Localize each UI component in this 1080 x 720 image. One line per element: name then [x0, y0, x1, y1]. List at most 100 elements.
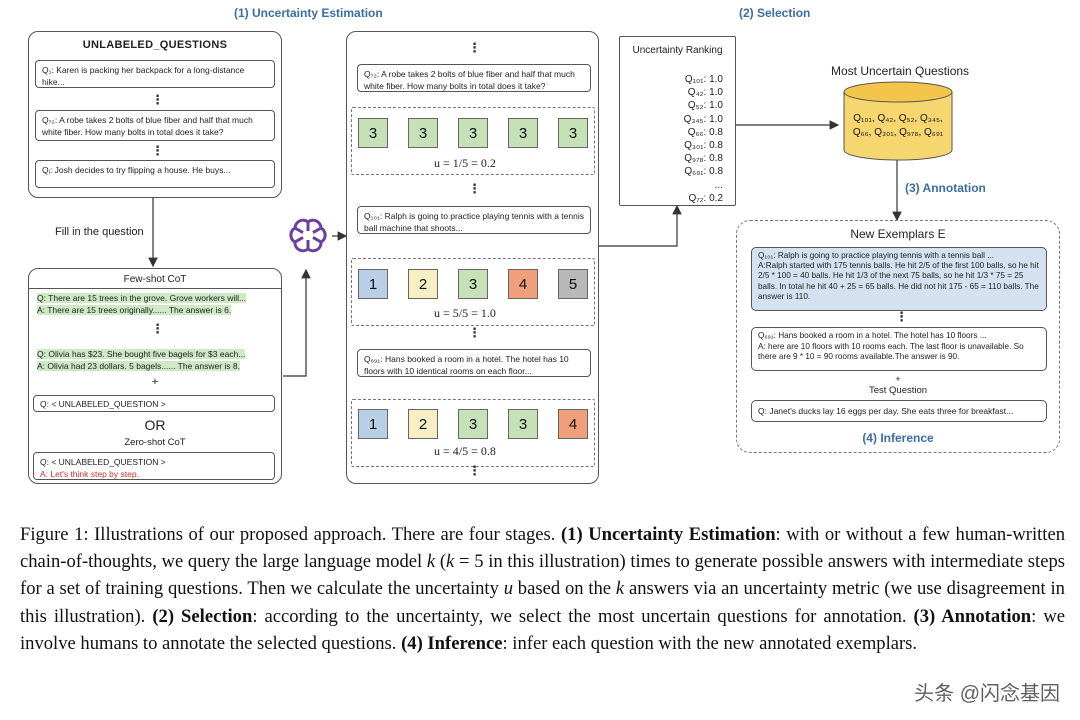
openai-logo-icon — [289, 218, 327, 253]
exemplar-1: Q₁₀₁: Ralph is going to practice playing… — [751, 247, 1047, 311]
watermark: 头条 @闪念基因 — [914, 683, 1060, 705]
caption-k-2: k — [446, 551, 455, 573]
ranking-item: Q₅₂: 1.0 — [687, 100, 723, 112]
ranking-title: Uncertainty Ranking — [632, 45, 723, 56]
ranking-item: Q₄₂: 1.0 — [687, 87, 723, 99]
zero-shot-question: Q: < UNLABELED_QUESTION > — [40, 457, 166, 467]
few-shot-example-2: Q: Olivia has $23. She bought five bagel… — [37, 348, 275, 372]
question-q1: Q₁: Karen is packing her backpack for a … — [35, 60, 275, 88]
most-uncertain-line-1: Q₁₀₁, Q₄₂, Q₅₂, Q₃₄₅, — [853, 113, 943, 124]
answer-box: 3 — [458, 118, 488, 148]
example-1-answer: A: There are 15 trees originally...... T… — [37, 305, 232, 315]
new-exemplars-title: New Exemplars E — [850, 227, 946, 241]
caption-u: u — [503, 578, 513, 600]
uncertainty-1: u = 1/5 = 0.2 — [434, 156, 496, 170]
caption-text-6: : according to the uncertainty, we selec… — [252, 605, 914, 627]
caption-text-3: = 5 in this illustration) times to gener… — [20, 551, 1065, 600]
ranking-item: Q₁₀₁: 1.0 — [684, 74, 723, 85]
caption-text-1: : with or without a few human-written ch… — [20, 524, 1065, 573]
caption-text-7: : we involve humans to annotate the sele… — [20, 605, 1066, 654]
ellipsis-3: ⋮ — [151, 321, 164, 336]
ellipsis-est-3: ⋮ — [468, 325, 481, 340]
caption-k-3: k — [615, 578, 625, 600]
ranking-item: Q₆₉₁: 0.8 — [684, 166, 723, 178]
answer-box: 1 — [358, 269, 388, 299]
most-uncertain-title: Most Uncertain Questions — [831, 64, 970, 78]
new-exemplars-panel: New Exemplars E Q₁₀₁: Ralph is going to … — [736, 220, 1060, 453]
arrow-to-ranking — [598, 204, 682, 247]
answer-box: 4 — [508, 269, 538, 299]
prompt-panel: Few-shot CoT Q: There are 15 trees in th… — [28, 268, 282, 484]
caption-stage-3: (3) Annotation — [913, 605, 1032, 627]
question-qi: Qᵢ: Josh decides to try flipping a house… — [35, 160, 275, 188]
stage-title-selection: (2) Selection — [739, 6, 811, 20]
answer-box: 3 — [508, 409, 538, 439]
answers-group-1 — [351, 107, 595, 175]
uncertainty-3: u = 4/5 = 0.8 — [434, 444, 496, 458]
stage-title-inference: (4) Inference — [862, 431, 934, 445]
caption-k-1: k — [426, 551, 436, 573]
zero-shot-answer: A: Let's think step by step. — [40, 469, 139, 479]
caption-text-5: answers via an uncertainty metric (we us… — [20, 578, 1065, 627]
answers-group-3 — [351, 399, 595, 467]
answer-box: 2 — [408, 409, 438, 439]
ranking-item: Q₃₄₅: 1.0 — [683, 113, 723, 125]
stage-title-uncertainty-estimation: (1) Uncertainty Estimation — [234, 6, 383, 20]
answer-box: 3 — [508, 118, 538, 148]
stage-title-annotation: (3) Annotation — [905, 181, 986, 195]
ellipsis-est-2: ⋮ — [468, 181, 481, 196]
unlabeled-questions-panel: UNLABELED_QUESTIONS Q₁: Karen is packing… — [28, 31, 282, 198]
database-cylinder-icon — [843, 81, 953, 161]
test-question: Q: Janet's ducks lay 16 eggs per day. Sh… — [751, 400, 1047, 422]
few-shot-title: Few-shot CoT — [123, 274, 187, 285]
zero-shot-box: Q: < UNLABELED_QUESTION > A: Let's think… — [33, 452, 275, 480]
answer-box: 3 — [558, 118, 588, 148]
few-shot-example-1: Q: There are 15 trees in the grove. Grov… — [37, 292, 275, 316]
uncertainty-2: u = 5/5 = 1.0 — [434, 306, 496, 320]
fill-question-label: Fill in the question — [55, 226, 144, 238]
most-uncertain-line-2: Q₆₆, Q₃₀₁, Q₉₇₈, Q₆₉₁ — [852, 127, 944, 138]
answer-box: 3 — [458, 409, 488, 439]
test-question-title: Test Question — [868, 385, 928, 396]
exemplar-2: Q₆₉₁: Hans booked a room in a hotel. The… — [751, 327, 1047, 371]
answer-box: 2 — [408, 269, 438, 299]
answer-box: 3 — [408, 118, 438, 148]
flow-arrows — [148, 92, 902, 399]
unlabeled-slot: Q: < UNLABELED_QUESTION > — [33, 395, 275, 412]
caption-fig: Figure 1: Illustrations of our proposed … — [20, 524, 561, 545]
estimation-question-1: Q₇₂: A robe takes 2 bolts of blue fiber … — [357, 64, 591, 92]
example-2-question: Q: Olivia has $23. She bought five bagel… — [37, 349, 246, 359]
ellipsis-est-bottom: ⋮ — [468, 463, 481, 478]
ellipsis-ex: ⋮ — [895, 309, 908, 324]
estimation-question-3: Q₆₉₁: Hans booked a room in a hotel. The… — [357, 349, 591, 377]
answer-box: 1 — [358, 409, 388, 439]
ranking-item: Q₃₀₁: 0.8 — [684, 140, 723, 152]
caption-stage-4: (4) Inference — [401, 632, 503, 654]
estimation-panel — [346, 31, 599, 484]
most-uncertain-list: Q₁₀₁, Q₄₂, Q₅₂, Q₃₄₅, Q₆₆, Q₃₀₁, Q₉₇₈, Q… — [842, 112, 954, 140]
caption-text-4: based on the — [512, 578, 616, 600]
zero-shot-title: Zero-shot CoT — [124, 437, 186, 448]
answers-group-2 — [351, 258, 595, 326]
question-q72: Q₇₂: A robe takes 2 bolts of blue fiber … — [35, 110, 275, 141]
ellipsis-1: ⋮ — [151, 92, 164, 107]
example-1-question: Q: There are 15 trees in the grove. Grov… — [37, 293, 247, 303]
caption-stage-1: (1) Uncertainty Estimation — [560, 524, 776, 545]
answer-box: 4 — [558, 409, 588, 439]
caption-stage-2: (2) Selection — [152, 605, 253, 627]
ellipsis-2: ⋮ — [151, 143, 164, 158]
plus-sign-2: + — [895, 374, 901, 384]
answer-box: 3 — [358, 118, 388, 148]
estimation-question-2: Q₁₀₁: Ralph is going to practice playing… — [357, 206, 591, 234]
example-2-answer: A: Olivia had 23 dollars. 5 bagels......… — [37, 361, 241, 371]
unlabeled-questions-title: UNLABELED_QUESTIONS — [82, 39, 228, 51]
answer-box: 3 — [458, 269, 488, 299]
caption-text-2: ( — [435, 551, 447, 573]
ranking-item: Q₆₆: 0.8 — [687, 126, 723, 138]
ranking-item: ... — [714, 179, 723, 191]
figure-caption: Figure 1: Illustrations of our proposed … — [20, 521, 1065, 657]
or-label: OR — [144, 417, 166, 433]
answer-box: 5 — [558, 269, 588, 299]
